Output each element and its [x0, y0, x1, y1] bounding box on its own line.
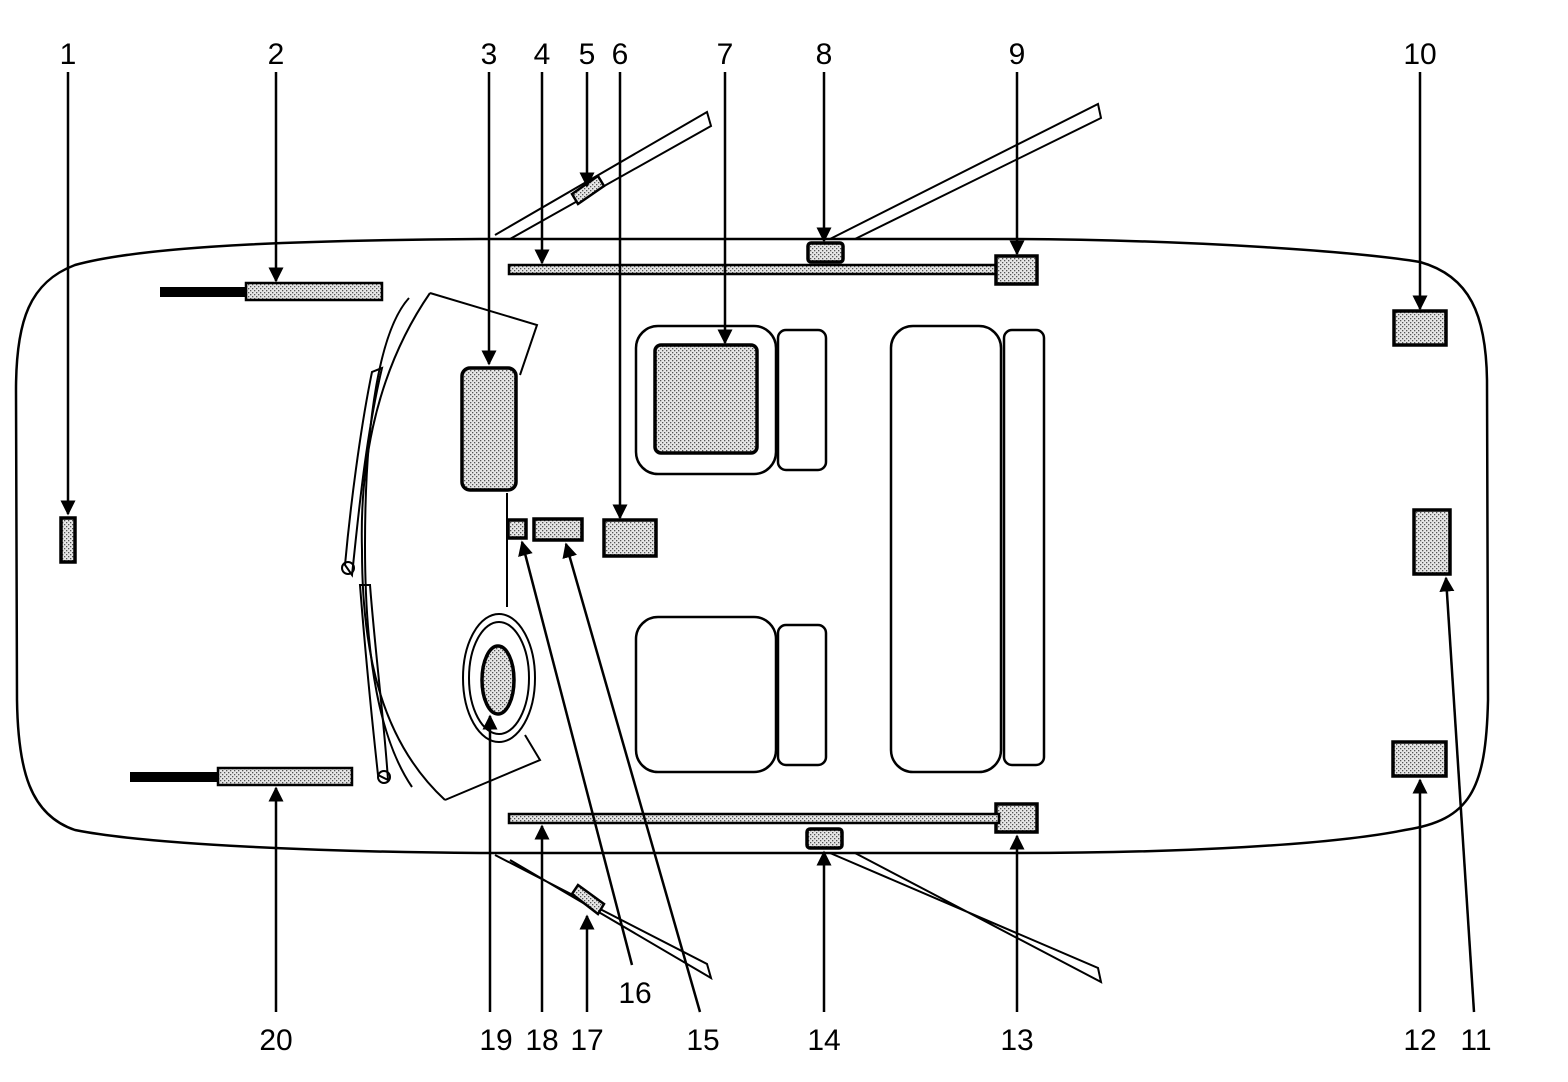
- component-2: [244, 281, 384, 302]
- callout-18: 18: [525, 1024, 558, 1057]
- callout-10: 10: [1403, 38, 1436, 71]
- callout-13: 13: [1000, 1024, 1033, 1057]
- component-7: [653, 343, 759, 455]
- callout-17: 17: [570, 1024, 603, 1057]
- callout-15: 15: [686, 1024, 719, 1057]
- callout-11: 11: [1460, 1024, 1491, 1057]
- callout-4: 4: [534, 38, 551, 71]
- steering-wheel-outer: [462, 613, 536, 743]
- component-9: [994, 254, 1039, 286]
- callout-1: 1: [60, 38, 77, 71]
- vehicle-body-outline: [14, 102, 1490, 984]
- front-seat-lower-back: [776, 623, 828, 767]
- components: [59, 174, 1452, 916]
- callout-12: 12: [1403, 1024, 1436, 1057]
- component-20-arm: [130, 772, 220, 782]
- component-6: [602, 518, 658, 558]
- component-20: [216, 766, 354, 787]
- component-17: [570, 883, 606, 916]
- component-1: [59, 516, 77, 564]
- callout-2: 2: [268, 38, 285, 71]
- component-13: [994, 802, 1039, 834]
- callout-5: 5: [579, 38, 596, 71]
- callout-7: 7: [717, 38, 734, 71]
- component-15: [532, 517, 584, 542]
- front-seat-lower: [634, 615, 778, 774]
- component-4: [507, 263, 1001, 276]
- callout-6: 6: [612, 38, 629, 71]
- steering-wheel-inner: [468, 621, 530, 735]
- rear-seat-back: [1002, 328, 1046, 767]
- rear-seat: [889, 324, 1003, 774]
- callout-14: 14: [807, 1024, 840, 1057]
- callout-16: 16: [618, 977, 651, 1010]
- front-seat-upper-back: [776, 328, 828, 472]
- callout-8: 8: [816, 38, 833, 71]
- component-14: [805, 827, 844, 850]
- component-10: [1392, 309, 1448, 347]
- windshield-and-dash: [341, 292, 542, 801]
- component-12: [1391, 740, 1448, 778]
- callout-3: 3: [481, 38, 498, 71]
- callout-19: 19: [479, 1024, 512, 1057]
- component-3: [460, 366, 518, 492]
- component-2-arm: [160, 287, 248, 297]
- component-19: [480, 644, 516, 716]
- component-18: [507, 812, 1001, 825]
- callout-20: 20: [259, 1024, 292, 1057]
- callout-labels: 1 2 3 4 5 6 7 8 9 10 11 12 13 14 15 16 1…: [60, 38, 1492, 1057]
- leader-lines: [60, 72, 1476, 1013]
- component-8: [806, 241, 845, 264]
- component-11: [1412, 508, 1452, 576]
- callout-9: 9: [1009, 38, 1026, 71]
- component-16: [506, 518, 528, 540]
